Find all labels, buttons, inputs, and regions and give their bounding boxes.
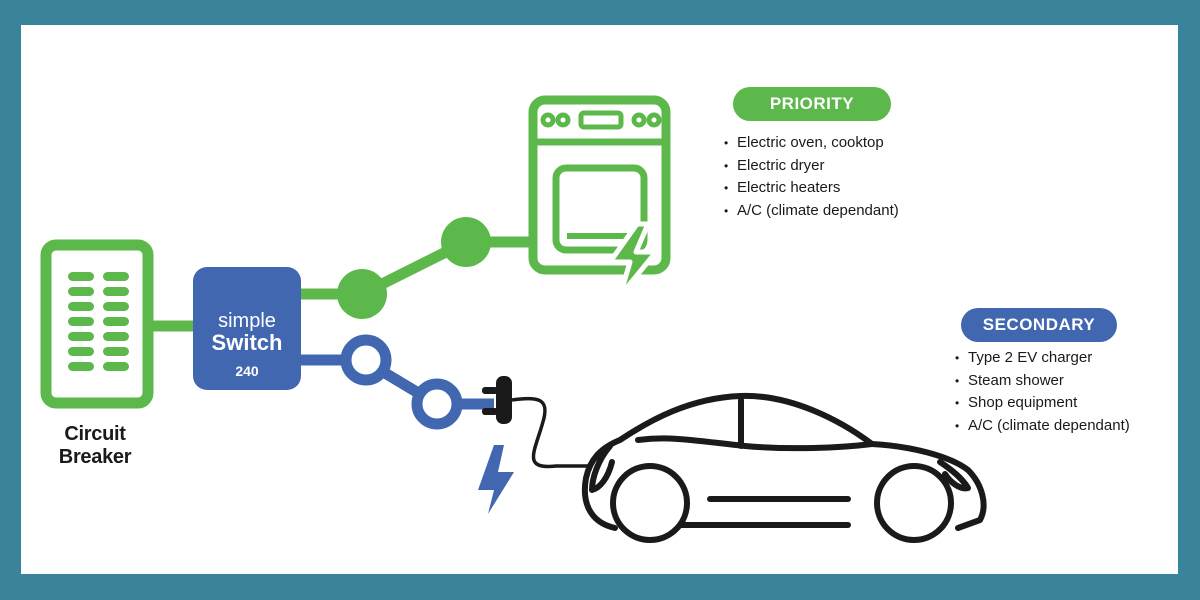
secondary-circuit-line (300, 354, 494, 410)
secondary-list-item: Shop equipment (955, 392, 1130, 415)
charging-cable (511, 396, 590, 469)
circuit-breaker-label: Circuit Breaker (40, 423, 150, 469)
secondary-node-1 (340, 334, 392, 386)
secondary-list-item: Type 2 EV charger (955, 347, 1130, 370)
secondary-node-2 (411, 378, 463, 430)
secondary-list-item: Steam shower (955, 370, 1130, 393)
priority-circuit-line (300, 236, 532, 300)
secondary-list: Type 2 EV charger Steam shower Shop equi… (955, 347, 1130, 437)
lightning-bolt-icon (607, 221, 659, 299)
blue-lightning-bolt-icon (478, 445, 514, 514)
electric-car-icon (581, 392, 987, 543)
simple-switch-model: 240 (235, 363, 259, 379)
circuit-breaker-label-line1: Circuit (64, 423, 126, 445)
priority-badge: PRIORITY (733, 87, 891, 121)
simple-switch-device: simple Switch 240 (193, 267, 301, 390)
priority-list-item: Electric dryer (724, 155, 899, 178)
priority-list-item: Electric heaters (724, 177, 899, 200)
priority-list-item: Electric oven, cooktop (724, 132, 899, 155)
secondary-badge: SECONDARY (961, 308, 1117, 342)
priority-list: Electric oven, cooktop Electric dryer El… (724, 132, 899, 222)
priority-node-2 (441, 217, 491, 267)
circuit-breaker-label-line2: Breaker (58, 446, 132, 468)
priority-node-1 (337, 269, 387, 319)
priority-list-item: A/C (climate dependant) (724, 200, 899, 223)
simple-switch-brand-line2: Switch (211, 330, 283, 355)
circuit-breaker-panel-icon (40, 239, 154, 409)
simple-switch-brand-line1: simple (218, 310, 276, 332)
oven-icon (528, 95, 671, 275)
secondary-list-item: A/C (climate dependant) (955, 415, 1130, 438)
plug-icon (482, 376, 512, 424)
